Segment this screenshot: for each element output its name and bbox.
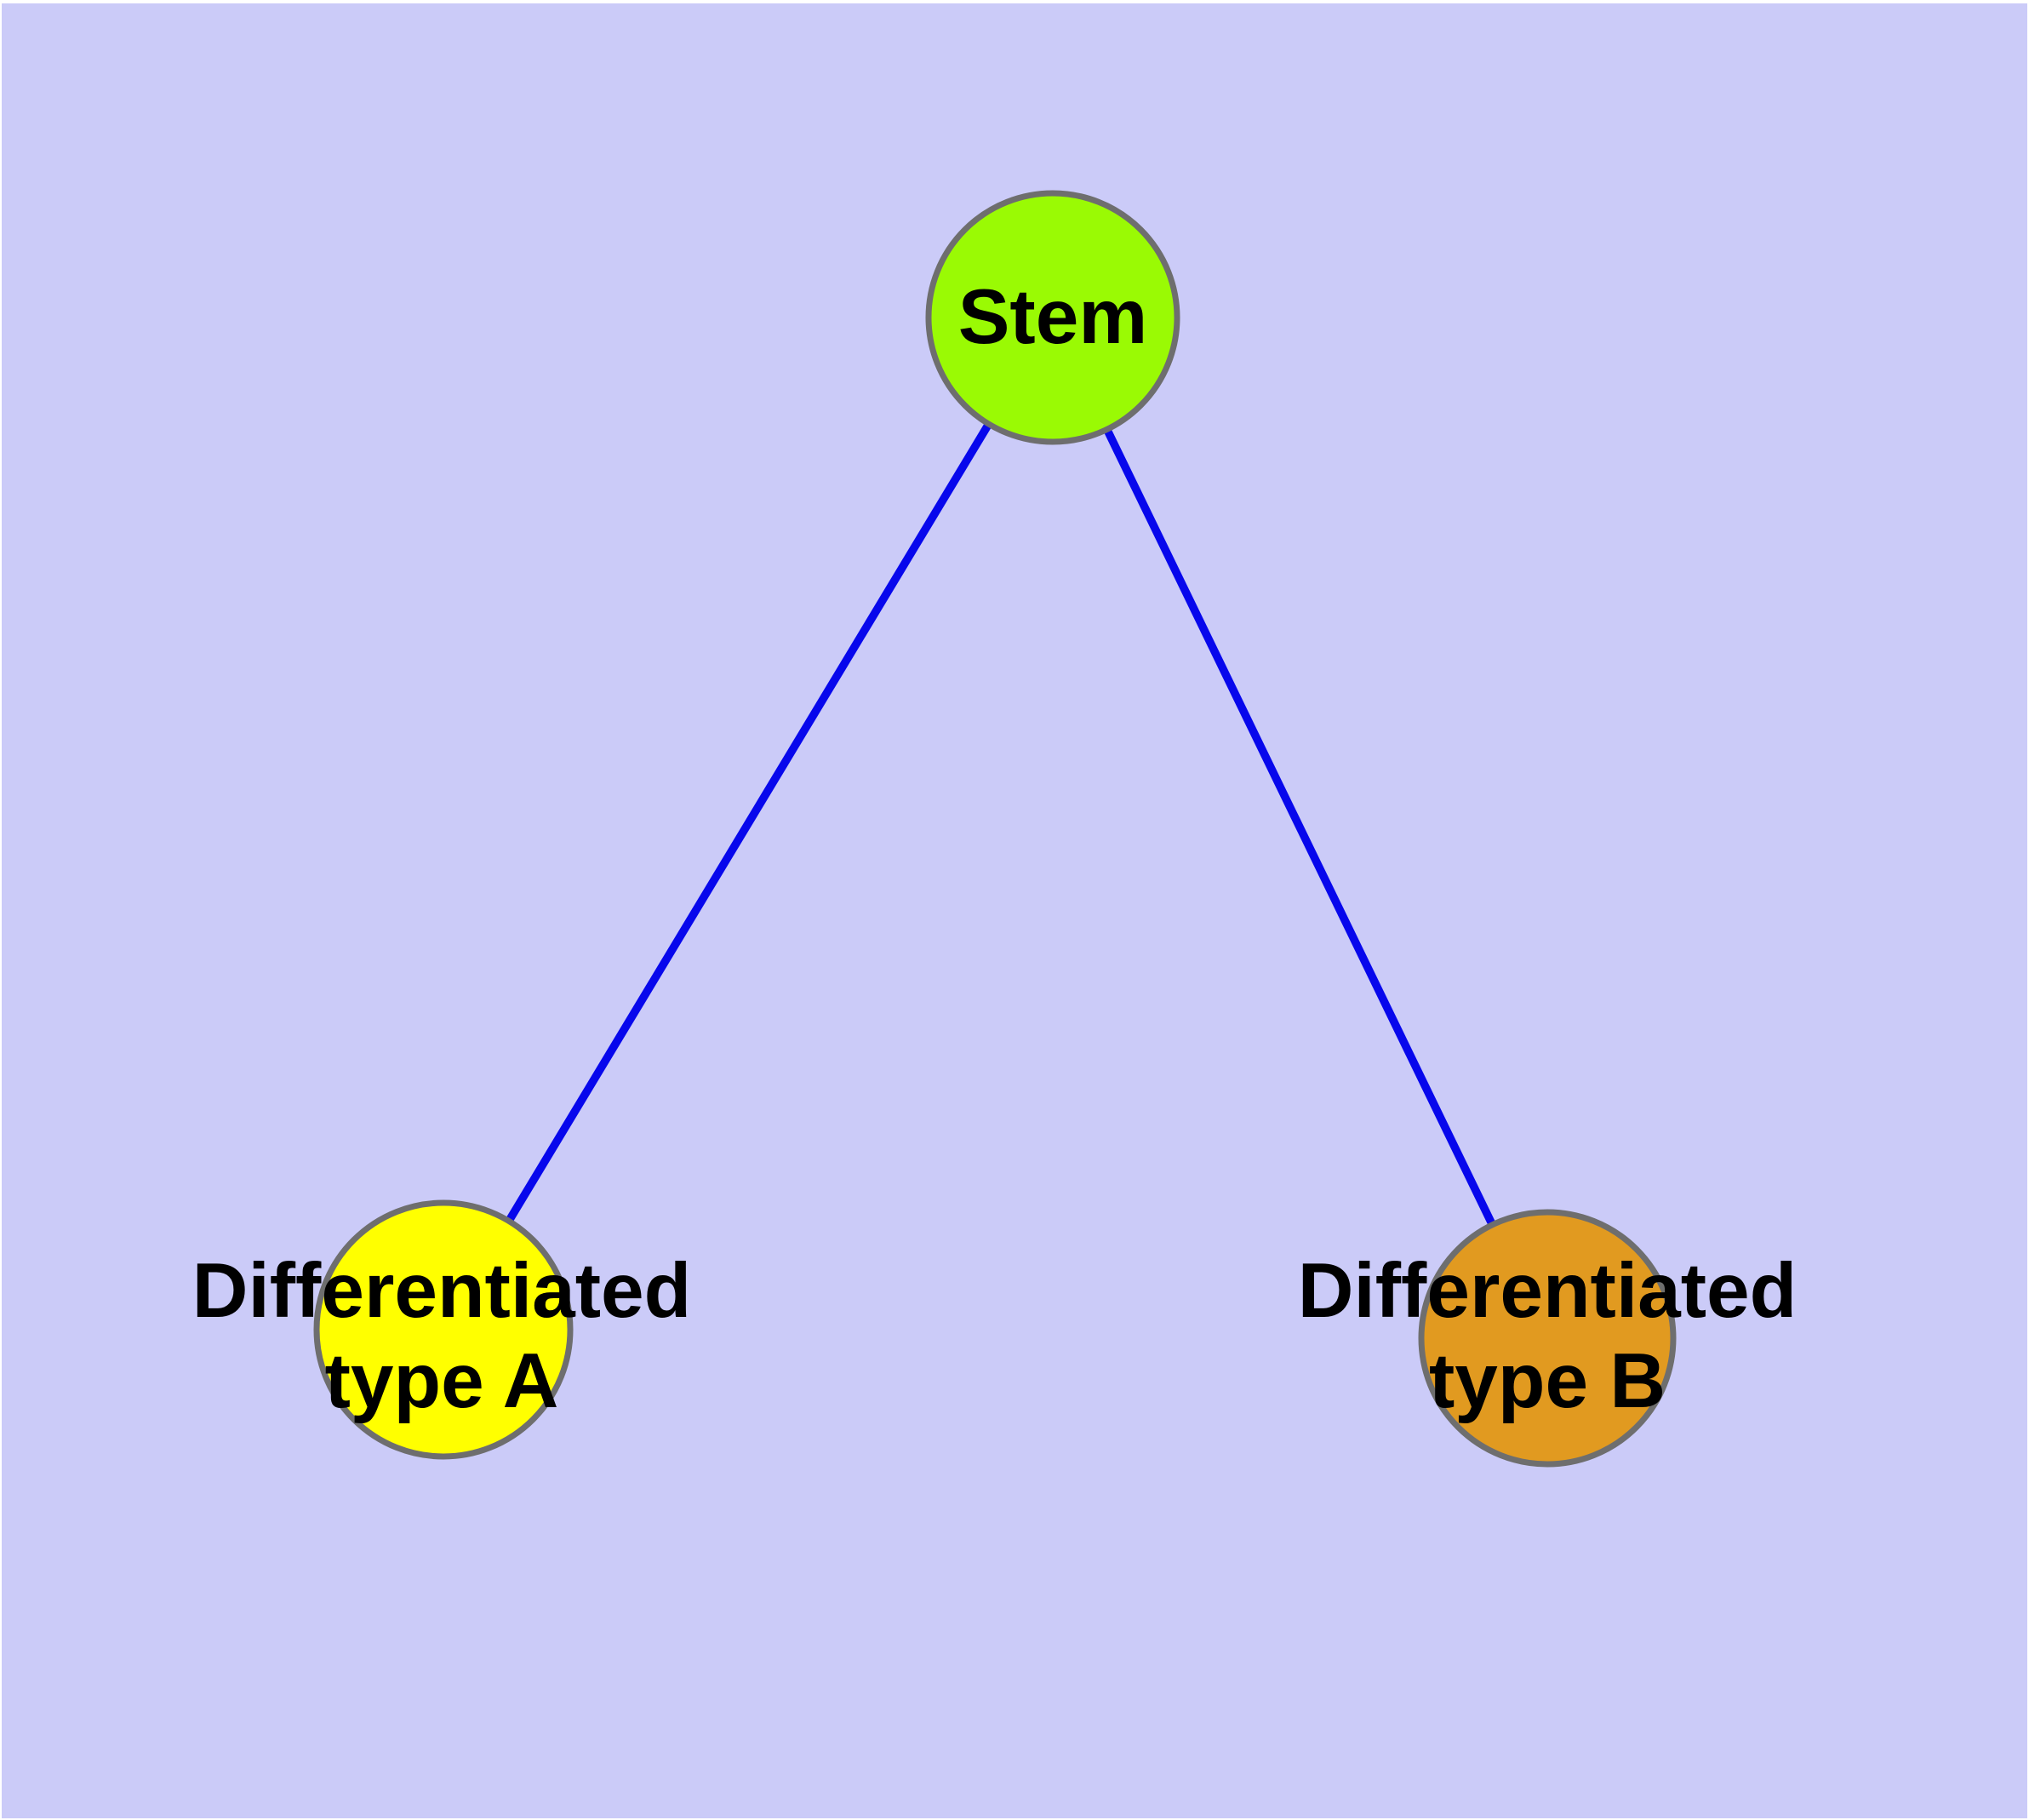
node-differentiated-type-b-label: Differentiated type B [1298, 1246, 1798, 1427]
label-line: type B [1428, 1338, 1666, 1424]
node-differentiated-type-a-label: Differentiated type A [192, 1246, 692, 1427]
label-line: Differentiated [191, 1248, 692, 1334]
label-line: Differentiated [1297, 1248, 1798, 1334]
label-line: Stem [957, 274, 1148, 360]
edge-stem-to-type-a [439, 315, 1057, 1332]
graph-svg [313, 190, 1677, 1468]
node-stem-label: Stem [958, 272, 1148, 363]
node-stem [925, 190, 1180, 445]
node-differentiated-type-a [313, 1199, 574, 1460]
node-differentiated-type-b [1418, 1209, 1677, 1468]
diagram-canvas: Stem Differentiated type A Differentiate… [2, 3, 2027, 1818]
edge-stem-to-type-b [1049, 315, 1552, 1341]
label-line: type A [324, 1338, 559, 1424]
